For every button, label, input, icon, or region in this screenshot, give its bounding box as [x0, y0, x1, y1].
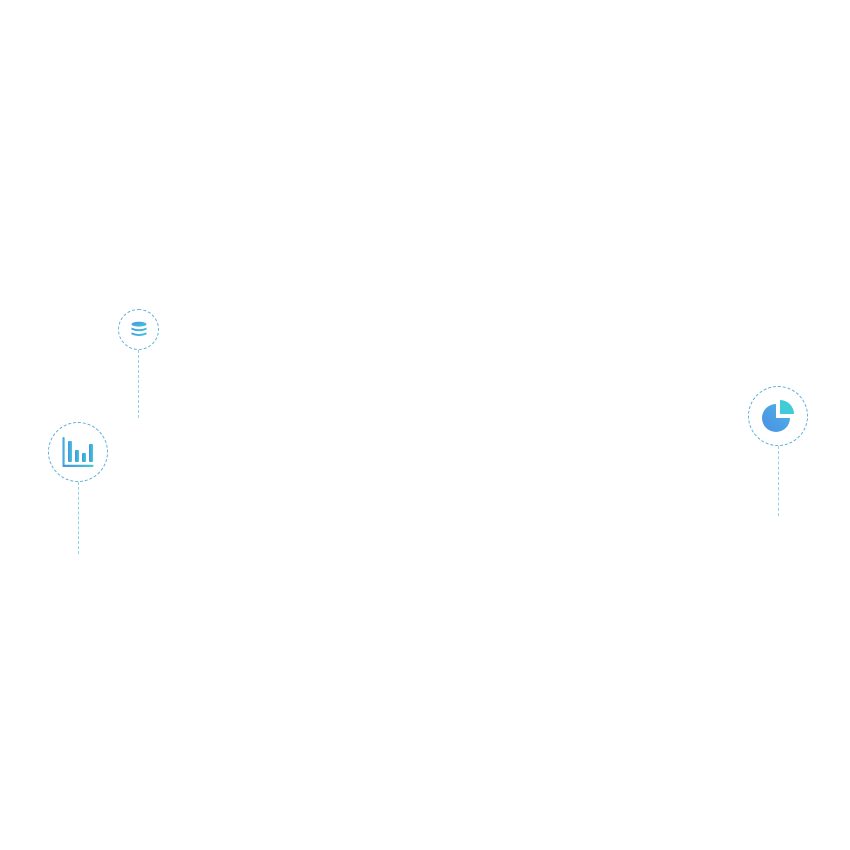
bar-chart-icon [61, 435, 95, 469]
database-pin-ring [118, 309, 159, 350]
bar-chart-pin-stem [77, 482, 79, 554]
bar-chart-pin [48, 422, 108, 554]
pie-chart-pin-ring [748, 386, 808, 446]
pie-chart-pin-stem [777, 446, 779, 516]
database-icon [130, 321, 148, 339]
database-pin-stem [138, 350, 139, 418]
pie-chart-pin [748, 386, 808, 516]
bar-chart-pin-ring [48, 422, 108, 482]
database-pin [118, 309, 159, 418]
pie-chart-icon [760, 398, 796, 434]
